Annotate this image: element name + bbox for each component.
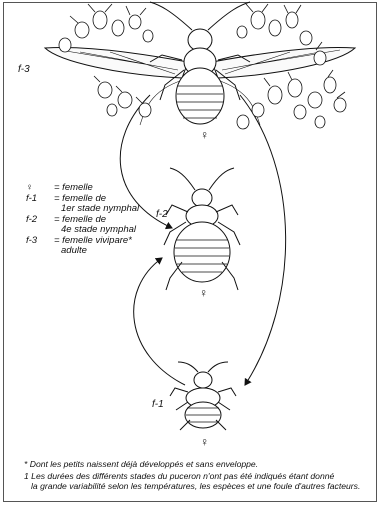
legend-def: 4e stade nymphal [54, 225, 136, 236]
aphid-cluster-right [237, 70, 346, 129]
legend-key: f-2 [26, 215, 54, 226]
aphid-cluster-top-left [59, 4, 153, 52]
legend-row: ♀= femelle [26, 183, 139, 194]
legend-key [26, 225, 54, 236]
footnote-star: * Dont les petits naissent déjà développ… [24, 459, 369, 469]
female-symbol-f2: ♀ [199, 288, 208, 299]
female-symbol-f1: ♀ [200, 437, 209, 448]
legend-def: adulte [54, 246, 87, 257]
legend-key: ♀ [26, 183, 54, 194]
legend-row: adulte [26, 246, 139, 257]
legend-def: = femelle [54, 183, 93, 194]
label-f1: f-1 [152, 399, 164, 410]
aphid-cluster-left [94, 76, 151, 117]
nymph-aphid-f1 [170, 362, 236, 430]
legend-key [26, 246, 54, 257]
legend: ♀= femelle f-1= femelle de 1er stade nym… [26, 183, 139, 257]
legend-row: 4e stade nymphal [26, 225, 139, 236]
arrow-f3-to-f1 [240, 95, 286, 385]
legend-key [26, 204, 54, 215]
female-symbol-f3: ♀ [200, 130, 209, 141]
footnote-1-line-2: la grande variabilité selon les températ… [24, 481, 369, 491]
footnote-1-line-1: 1 Les durées des différents stades du pu… [24, 471, 369, 481]
winged-aphid-f3 [45, 2, 355, 125]
label-f2: f-2 [156, 209, 168, 220]
footnotes: * Dont les petits naissent déjà développ… [24, 459, 369, 491]
nymph-aphid-f2 [164, 168, 240, 290]
legend-key: f-1 [26, 194, 54, 205]
label-f3: f-3 [18, 64, 30, 75]
arrow-f1-to-f2 [134, 258, 185, 385]
legend-key: f-3 [26, 236, 54, 247]
legend-row: 1er stade nymphal [26, 204, 139, 215]
legend-def: 1er stade nymphal [54, 204, 139, 215]
